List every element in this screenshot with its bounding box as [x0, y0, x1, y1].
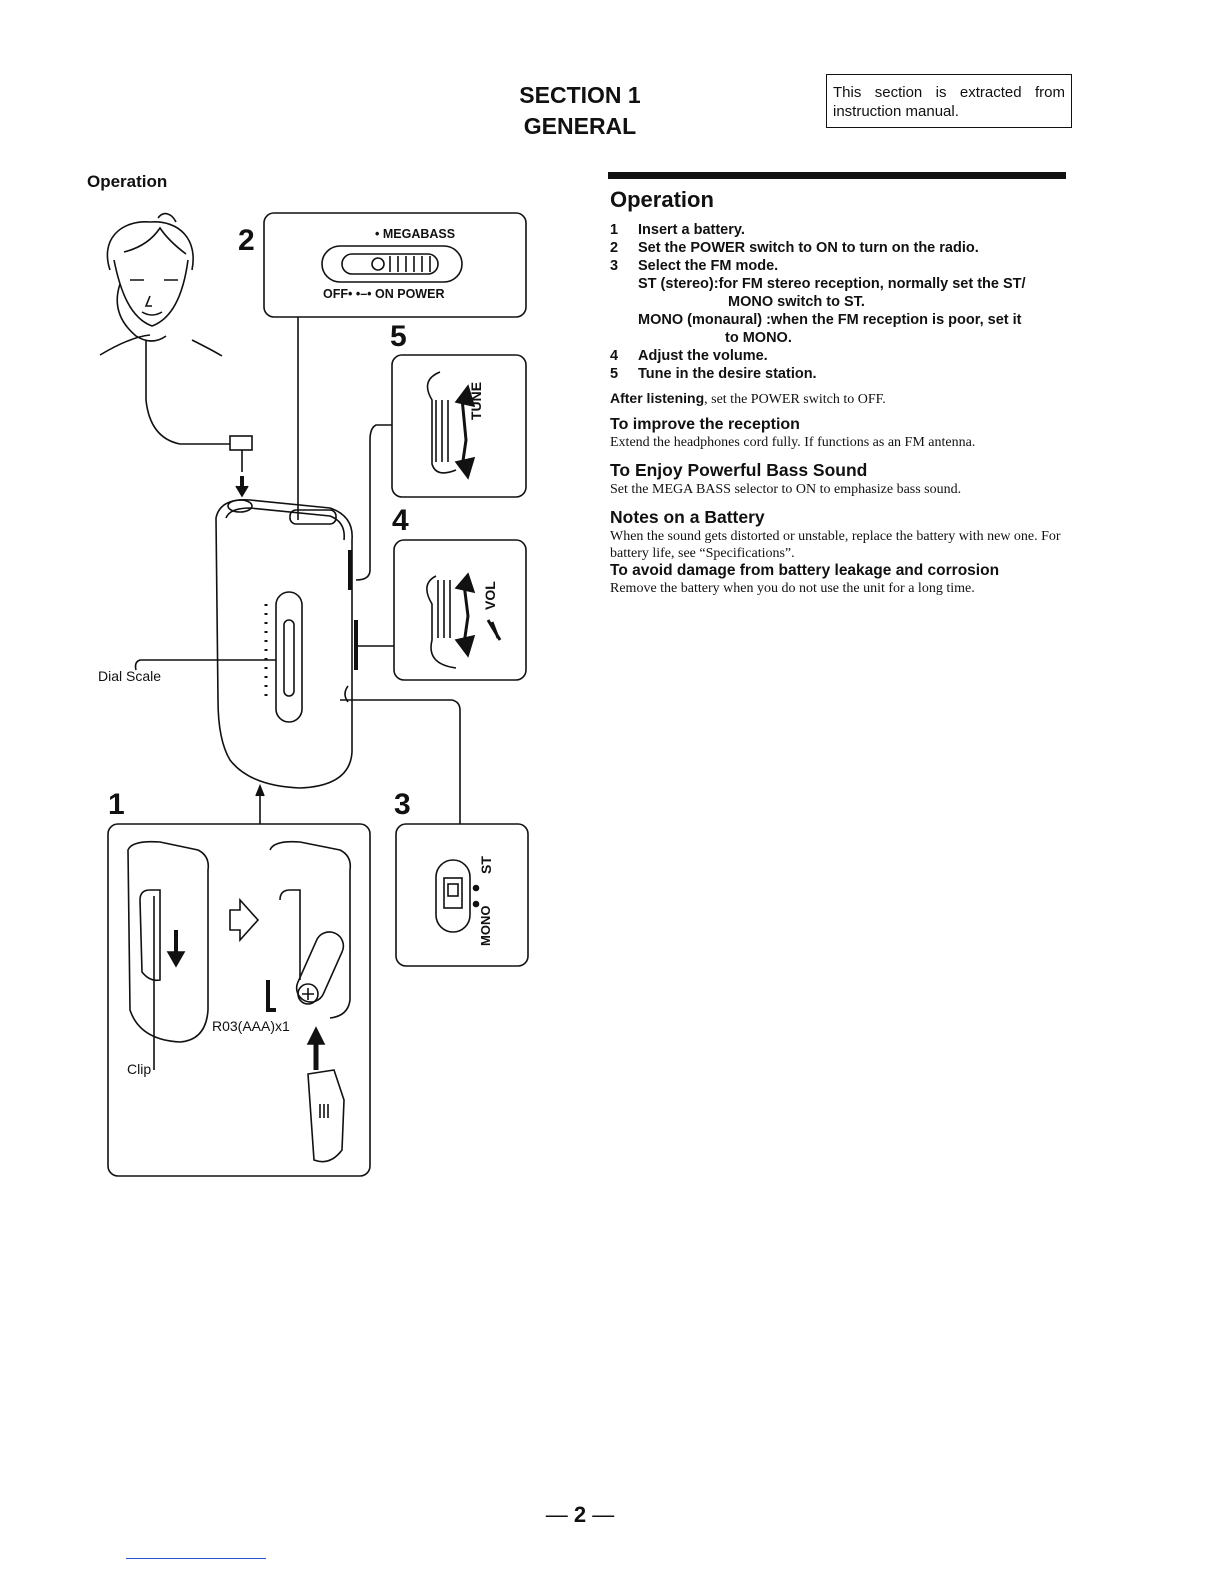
- st-description-cont: MONO switch to ST.: [728, 294, 865, 310]
- st-label: ST: [478, 856, 494, 874]
- st-description: for FM stereo reception, normally set th…: [718, 276, 1026, 292]
- tune-label: TUNE: [468, 381, 484, 420]
- battery-notes-text: When the sound gets distorted or unstabl…: [610, 529, 1061, 561]
- battery-notes-heading: Notes on a Battery: [610, 507, 765, 527]
- step-label-5: 5: [390, 320, 407, 353]
- section-title: GENERAL: [523, 113, 637, 139]
- reception-text: Extend the headphones cord fully. If fun…: [610, 435, 976, 450]
- clip-label: Clip: [127, 1061, 152, 1077]
- leakage-heading: To avoid damage from battery leakage and…: [610, 562, 1000, 579]
- st-term: ST (stereo):: [638, 276, 719, 292]
- extract-note-box: This section is extracted from instructi…: [826, 74, 1072, 128]
- after-listening-bold: After listening: [610, 390, 705, 406]
- after-listening-paragraph: After listening, set the POWER switch to…: [610, 390, 886, 407]
- mono-label: MONO: [478, 905, 493, 946]
- mono-description: when the FM reception is poor, set it: [770, 312, 1022, 328]
- dial-scale-label: Dial Scale: [98, 668, 162, 684]
- mono-description-cont: to MONO.: [725, 330, 792, 346]
- person-headphones-illustration: [99, 212, 253, 498]
- section-number: SECTION 1: [519, 82, 641, 108]
- step-label-4: 4: [392, 504, 409, 537]
- operation-figure: 2 5 4 1 3 • MEGABASS OFF• •–• ON POWER T…: [80, 200, 550, 1190]
- footer-rule: [126, 1558, 266, 1559]
- operation-illustration: [99, 212, 529, 1177]
- leakage-text: Remove the battery when you do not use t…: [610, 581, 975, 596]
- volume-dial-callout: [356, 539, 527, 681]
- mono-st-switch-callout: [340, 699, 529, 967]
- vol-label: VOL: [482, 581, 498, 610]
- section-heading: SECTION 1 GENERAL: [490, 80, 670, 142]
- operation-title: Operation: [610, 187, 714, 212]
- step-label-2: 2: [238, 224, 255, 257]
- battery-callout: [107, 783, 371, 1177]
- step-label-1: 1: [108, 788, 125, 821]
- bass-heading: To Enjoy Powerful Bass Sound: [610, 460, 868, 480]
- bass-text: Set the MEGA BASS selector to ON to emph…: [610, 482, 962, 497]
- section-rule: [608, 172, 1066, 179]
- power-label: OFF• •–• ON POWER: [323, 287, 445, 301]
- radio-body-illustration: [134, 499, 358, 789]
- fm-mode-options: ST (stereo): for FM stereo reception, no…: [610, 275, 1066, 347]
- megabass-label: • MEGABASS: [375, 227, 456, 241]
- page-number: — 2 —: [545, 1502, 615, 1527]
- figure-heading: Operation: [87, 172, 168, 191]
- reception-heading: To improve the reception: [610, 416, 800, 433]
- power-switch-callout: [263, 212, 527, 520]
- mono-term: MONO (monaural) :: [638, 312, 771, 328]
- tune-dial-callout: [355, 354, 527, 581]
- battery-type-label: R03(AAA)x1: [212, 1018, 290, 1034]
- step-label-3: 3: [394, 788, 411, 821]
